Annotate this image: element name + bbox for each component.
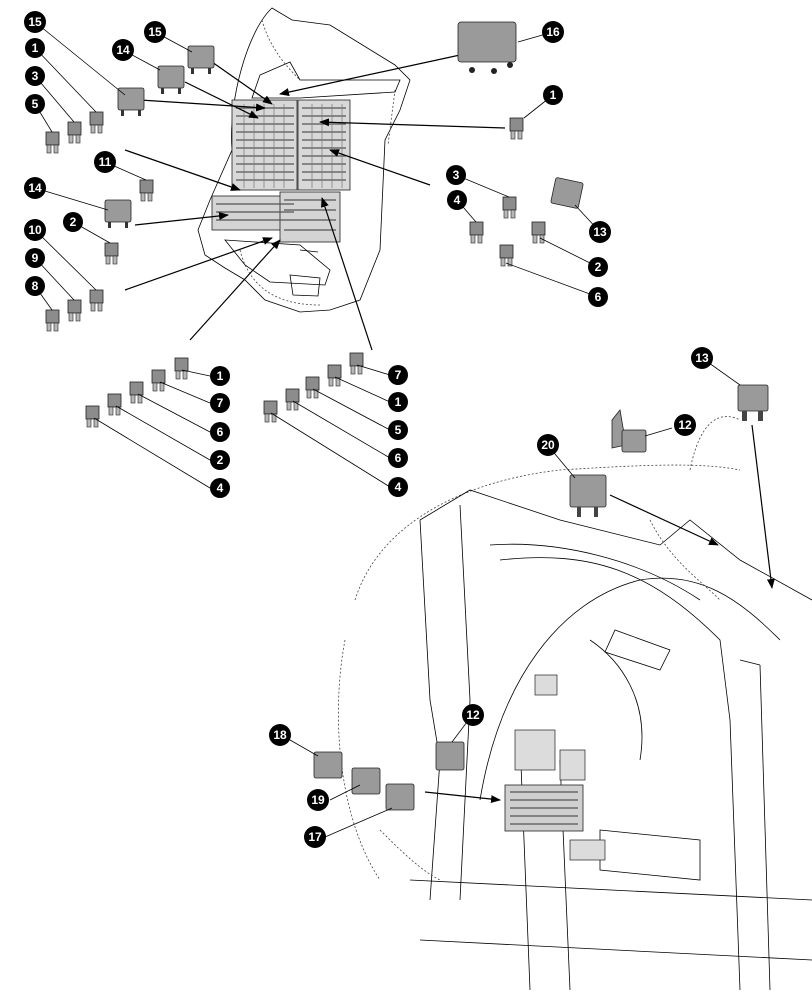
relay-18-part (313, 751, 343, 779)
callout-4: 4 (210, 478, 230, 498)
svg-text:3: 3 (32, 69, 39, 83)
callout-1: 1 (25, 38, 45, 58)
callout-9: 9 (25, 248, 45, 268)
relay-part (157, 65, 185, 95)
cab-fuse-panel (504, 674, 606, 861)
svg-text:11: 11 (99, 155, 112, 169)
relay-17-part (385, 783, 415, 811)
callout-1: 1 (388, 392, 408, 412)
callout-2: 2 (63, 212, 83, 232)
callout-15: 15 (24, 11, 46, 33)
svg-text:7: 7 (217, 396, 224, 410)
callout-5: 5 (388, 420, 408, 440)
upper-parts (45, 21, 584, 332)
callout-7: 7 (210, 393, 230, 413)
svg-text:1: 1 (550, 88, 557, 102)
callout-1: 1 (210, 366, 230, 386)
svg-text:7: 7 (395, 368, 402, 382)
lower-right-fuse-row (263, 352, 391, 488)
relay-12-lower-part (435, 741, 465, 771)
svg-text:13: 13 (695, 351, 709, 365)
svg-text:2: 2 (217, 453, 224, 467)
svg-text:12: 12 (466, 708, 480, 722)
callout-16: 16 (542, 21, 564, 43)
svg-text:17: 17 (308, 830, 322, 844)
callout-18: 18 (269, 724, 291, 746)
callout-12: 12 (674, 414, 696, 436)
callout-19: 19 (307, 789, 329, 811)
svg-text:2: 2 (70, 215, 77, 229)
lower-leaders (289, 357, 775, 838)
callout-10: 10 (24, 219, 46, 241)
svg-text:1: 1 (217, 369, 224, 383)
svg-text:5: 5 (32, 97, 39, 111)
callout-3: 3 (25, 66, 45, 86)
relay-part (187, 45, 215, 75)
svg-text:12: 12 (678, 418, 692, 432)
svg-text:14: 14 (28, 181, 42, 195)
callout-6: 6 (588, 287, 608, 307)
callout-3: 3 (446, 165, 466, 185)
svg-text:18: 18 (273, 728, 287, 742)
callout-4: 4 (447, 190, 467, 210)
callout-12: 12 (462, 704, 484, 726)
callout-14: 14 (24, 177, 46, 199)
svg-text:5: 5 (395, 423, 402, 437)
svg-text:6: 6 (217, 425, 224, 439)
callout-6: 6 (210, 422, 230, 442)
callout-5: 5 (25, 94, 45, 114)
svg-text:6: 6 (395, 451, 402, 465)
relay-16-part (457, 21, 517, 74)
cab-structure (338, 416, 812, 991)
svg-text:8: 8 (32, 279, 39, 293)
upper-fuse-panel-assembly (197, 7, 411, 313)
callout-15: 15 (144, 21, 166, 43)
callout-6: 6 (388, 448, 408, 468)
relay-12-bracket-part (611, 409, 647, 453)
callout-badges: 15 1 3 5 14 15 16 1 11 14 2 10 9 8 3 4 1… (24, 11, 713, 848)
callout-13: 13 (691, 347, 713, 369)
upper-label-leaders (34, 21, 601, 311)
callout-11: 11 (94, 151, 116, 173)
svg-text:19: 19 (311, 793, 325, 807)
svg-text:13: 13 (593, 225, 607, 239)
relay-20-part (569, 474, 607, 517)
svg-text:1: 1 (32, 41, 39, 55)
svg-text:4: 4 (454, 193, 461, 207)
svg-text:2: 2 (595, 260, 602, 274)
svg-text:15: 15 (28, 15, 42, 29)
upper-leader-arrows (124, 54, 506, 351)
callout-4: 4 (388, 477, 408, 497)
svg-text:4: 4 (395, 480, 402, 494)
svg-text:9: 9 (32, 251, 39, 265)
callout-8: 8 (25, 276, 45, 296)
relay-13-part (550, 177, 584, 209)
svg-text:3: 3 (453, 168, 460, 182)
svg-text:10: 10 (28, 223, 42, 237)
svg-text:6: 6 (595, 290, 602, 304)
lower-left-fuse-row (85, 357, 211, 489)
lower-parts (313, 384, 769, 811)
svg-text:4: 4 (217, 481, 224, 495)
callout-14: 14 (112, 39, 134, 61)
callout-2: 2 (210, 450, 230, 470)
svg-text:20: 20 (541, 438, 555, 452)
callout-20: 20 (537, 434, 559, 456)
svg-text:1: 1 (395, 395, 402, 409)
callout-17: 17 (304, 826, 326, 848)
callout-13: 13 (589, 221, 611, 243)
svg-text:16: 16 (546, 25, 560, 39)
svg-text:14: 14 (116, 43, 130, 57)
callout-7: 7 (388, 365, 408, 385)
svg-text:15: 15 (148, 25, 162, 39)
relay-19-part (351, 767, 381, 795)
callout-2: 2 (588, 257, 608, 277)
callout-1: 1 (543, 85, 563, 105)
relay-13-bottom-part (737, 384, 769, 421)
